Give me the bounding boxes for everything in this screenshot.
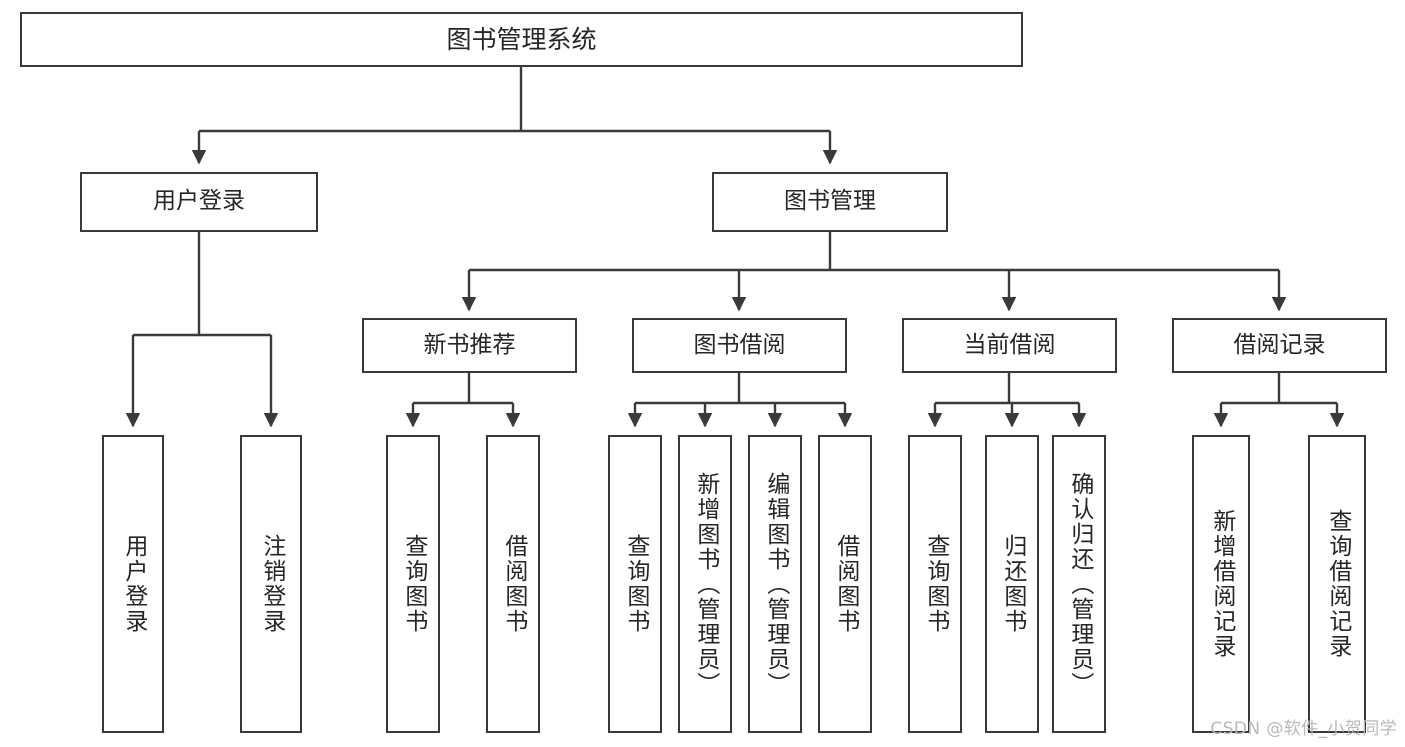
node-new-book-rec[interactable]: 新书推荐 [362, 318, 577, 373]
node-current-borrow-label: 当前借阅 [963, 331, 1056, 358]
node-leaf-add-record-label: 新增借阅记录 [1208, 509, 1235, 659]
node-root[interactable]: 图书管理系统 [20, 12, 1023, 67]
node-leaf-user-login-label: 用户登录 [120, 534, 147, 634]
node-leaf-borrow-book-2-label: 借阅图书 [832, 534, 859, 634]
node-leaf-confirm-return-label: 确认归还（管理员） [1066, 471, 1093, 697]
node-leaf-query-book-1[interactable]: 查询图书 [386, 435, 440, 733]
node-leaf-add-record[interactable]: 新增借阅记录 [1192, 435, 1250, 733]
node-leaf-query-book-2[interactable]: 查询图书 [608, 435, 662, 733]
node-borrow-record-label: 借阅记录 [1233, 331, 1326, 358]
node-book-borrow[interactable]: 图书借阅 [632, 318, 847, 373]
node-leaf-confirm-return[interactable]: 确认归还（管理员） [1052, 435, 1106, 733]
node-leaf-return-book-label: 归还图书 [999, 534, 1026, 634]
node-leaf-user-login[interactable]: 用户登录 [102, 435, 164, 733]
node-leaf-return-book[interactable]: 归还图书 [985, 435, 1039, 733]
node-book-manage[interactable]: 图书管理 [712, 172, 948, 232]
node-leaf-query-book-1-label: 查询图书 [400, 534, 427, 634]
node-leaf-borrow-book-1-label: 借阅图书 [500, 534, 527, 634]
node-book-borrow-label: 图书借阅 [693, 331, 786, 358]
node-leaf-add-book-label: 新增图书（管理员） [692, 471, 719, 697]
node-leaf-logout[interactable]: 注销登录 [240, 435, 302, 733]
node-leaf-query-book-3-label: 查询图书 [922, 534, 949, 634]
node-leaf-borrow-book-2[interactable]: 借阅图书 [818, 435, 872, 733]
node-leaf-borrow-book-1[interactable]: 借阅图书 [486, 435, 540, 733]
node-book-manage-label: 图书管理 [784, 188, 876, 215]
node-leaf-query-record[interactable]: 查询借阅记录 [1308, 435, 1366, 733]
node-current-borrow[interactable]: 当前借阅 [902, 318, 1117, 373]
node-leaf-edit-book[interactable]: 编辑图书（管理员） [748, 435, 802, 733]
node-leaf-logout-label: 注销登录 [258, 534, 285, 634]
node-user-login[interactable]: 用户登录 [80, 172, 318, 232]
node-borrow-record[interactable]: 借阅记录 [1172, 318, 1387, 373]
node-new-book-rec-label: 新书推荐 [423, 331, 516, 358]
node-leaf-edit-book-label: 编辑图书（管理员） [762, 471, 789, 697]
node-leaf-query-book-3[interactable]: 查询图书 [908, 435, 962, 733]
csdn-watermark: CSDN @软件_小贺同学 [1210, 719, 1397, 739]
node-leaf-query-book-2-label: 查询图书 [622, 534, 649, 634]
node-user-login-label: 用户登录 [153, 188, 245, 215]
node-leaf-query-record-label: 查询借阅记录 [1324, 509, 1351, 659]
node-root-label: 图书管理系统 [446, 24, 597, 54]
node-leaf-add-book[interactable]: 新增图书（管理员） [678, 435, 732, 733]
